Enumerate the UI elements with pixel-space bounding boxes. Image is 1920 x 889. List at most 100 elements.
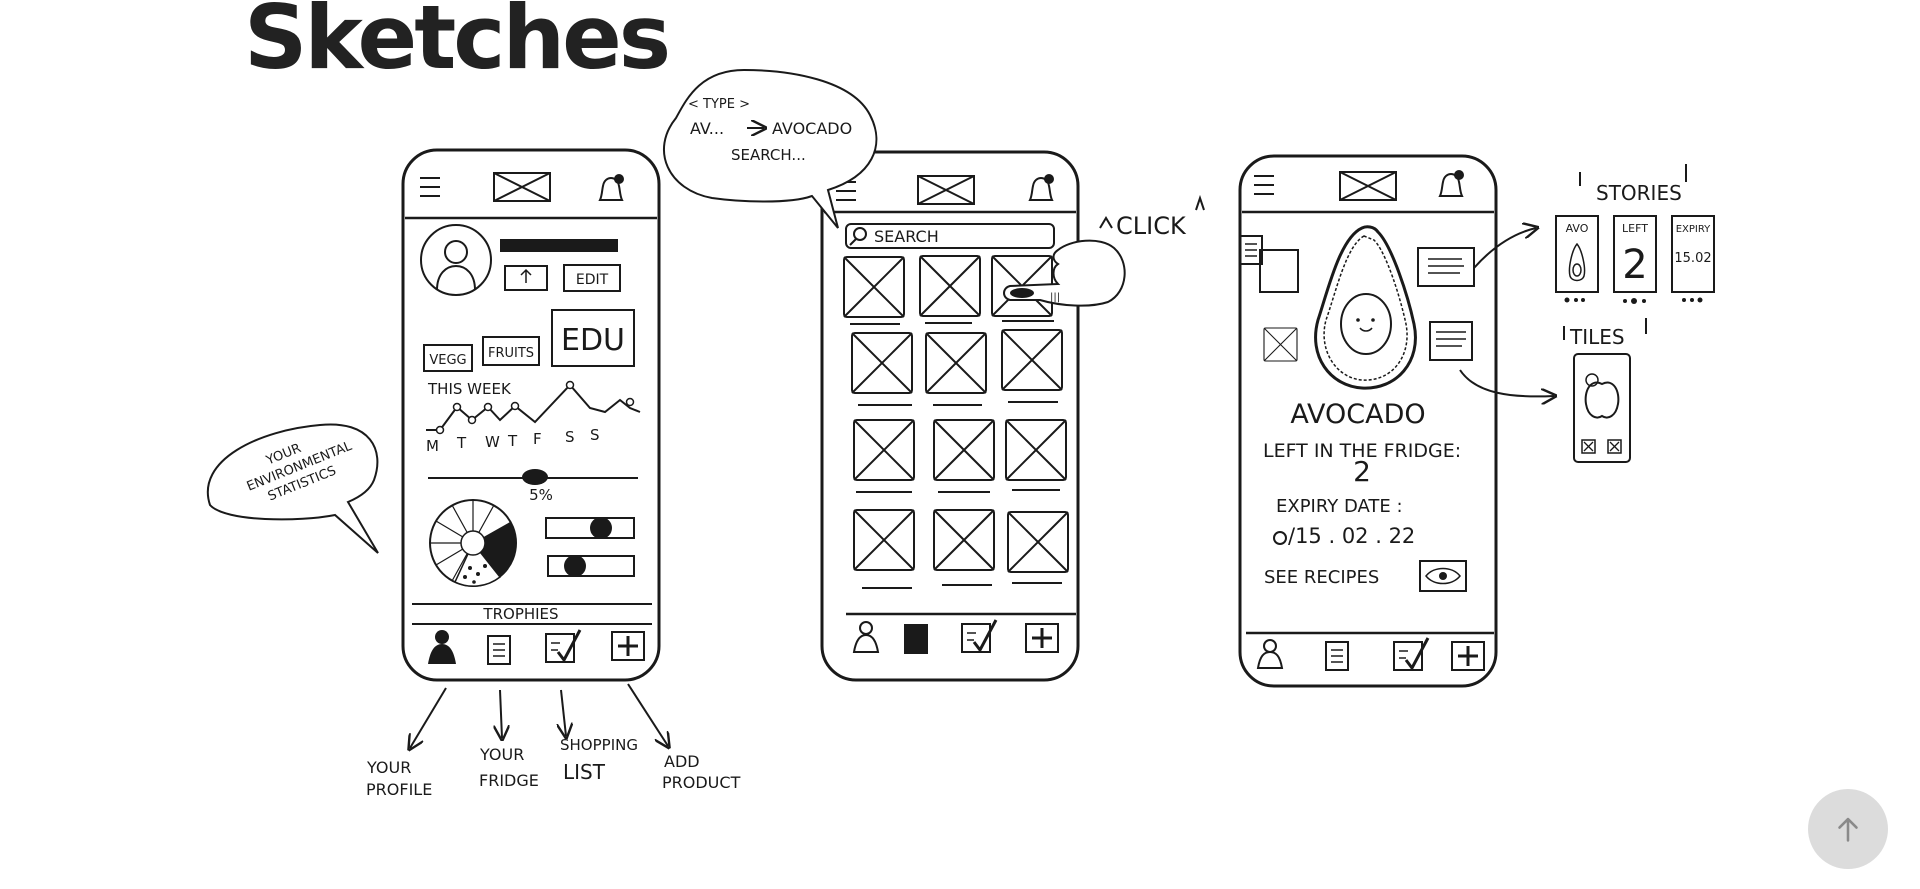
story-card	[1613, 215, 1657, 293]
bell-icon	[599, 173, 625, 201]
day-label: T	[507, 432, 518, 450]
edit-button	[563, 264, 621, 292]
story-card	[1671, 215, 1715, 293]
bell-icon	[1029, 173, 1055, 201]
expiry-date-value: /15 . 02 . 22	[1288, 524, 1415, 548]
statistics-bubble	[206, 423, 379, 554]
expiry-date-label: EXPIRY DATE :	[1276, 496, 1403, 517]
bubble-text: SEARCH...	[731, 146, 806, 164]
sketch-product-screen: AVOCADO LEFT IN THE FRIDGE: 2 EXPIRY DAT…	[1238, 154, 1715, 688]
tag-edu: EDU	[561, 323, 625, 358]
checkbox-icon	[1607, 439, 1622, 454]
grid-tile	[925, 332, 987, 394]
bubble-text: AV...	[690, 119, 724, 138]
fridge-nav-icon-active	[904, 624, 928, 654]
stories-widget	[1417, 247, 1475, 287]
tag-veg: VEGG	[429, 353, 466, 368]
sketch-search-screen: SEARCH |||	[663, 68, 1205, 682]
grid-tile	[1007, 511, 1069, 573]
arrow-up-icon	[1838, 817, 1858, 842]
profile-nav-icon	[428, 630, 456, 664]
grid-tile	[843, 256, 905, 318]
toggle-1	[545, 517, 635, 539]
product-name: AVOCADO	[1290, 399, 1425, 430]
nav-label-fridge: FRIDGE	[479, 771, 539, 790]
grid-tile	[1001, 329, 1063, 391]
stories-title: STORIES	[1596, 181, 1682, 205]
stories-row: AVO LEFT 2 EXPIRY 15.02	[1555, 215, 1715, 304]
clock-icon	[1273, 531, 1287, 545]
shopping-list-nav-icon	[544, 628, 582, 664]
logo-placeholder-icon	[1339, 171, 1397, 201]
grid-tile	[919, 255, 981, 317]
search-icon	[853, 227, 867, 241]
name-bar	[500, 239, 618, 252]
sketch-profile-screen: EDIT VEGG FRUITS EDU THIS WEEK M T W T F…	[206, 148, 741, 799]
day-label: S	[590, 426, 600, 444]
story-label: EXPIRY	[1676, 224, 1711, 235]
add-product-nav-icon	[1450, 640, 1486, 672]
shopping-list-nav-icon	[1392, 636, 1430, 672]
see-recipes-label: SEE RECIPES	[1264, 567, 1379, 588]
see-recipes-button	[1419, 560, 1467, 592]
scroll-to-top-button[interactable]	[1808, 789, 1888, 869]
day-label: T	[456, 434, 467, 452]
pointer-hand-icon	[1003, 239, 1126, 307]
avatar	[420, 224, 492, 296]
document-icon	[1239, 235, 1263, 265]
left-in-fridge-label: LEFT IN THE FRIDGE:	[1263, 440, 1461, 462]
nav-label-add: PRODUCT	[662, 773, 741, 792]
apple-icon	[1584, 381, 1620, 419]
checkbox-icon	[1581, 439, 1596, 454]
share-icon	[520, 268, 532, 283]
profile-nav-icon	[852, 621, 880, 653]
logo-placeholder-icon	[493, 172, 551, 202]
edit-label: EDIT	[576, 272, 609, 288]
grid-tile	[933, 509, 995, 571]
nav-label-shopping: LIST	[563, 760, 606, 784]
nav-label-fridge: YOUR	[479, 745, 524, 764]
menu-icon	[419, 177, 441, 197]
progress-percent: 5%	[529, 486, 553, 504]
bubble-text: AVOCADO	[772, 119, 852, 138]
nav-label-profile: PROFILE	[366, 780, 432, 799]
page-title: Sketches	[244, 0, 671, 89]
tag-fruits: FRUITS	[488, 346, 534, 361]
trophies-label: TROPHIES	[482, 605, 558, 623]
bubble-text: < TYPE >	[688, 97, 750, 112]
search-placeholder: SEARCH	[874, 227, 939, 246]
type-bubble	[663, 68, 878, 229]
tiles-title: TILES	[1569, 325, 1625, 349]
grid-tile	[853, 419, 915, 481]
search-bar	[845, 223, 1055, 249]
grid-tile	[853, 509, 915, 571]
click-label: CLICK	[1116, 212, 1187, 240]
toggle-2	[547, 555, 635, 577]
story-label: AVO	[1566, 222, 1589, 235]
story-value: 2	[1622, 242, 1647, 288]
menu-icon	[1253, 175, 1275, 195]
eye-icon	[1425, 567, 1461, 585]
share-button	[504, 265, 548, 291]
profile-nav-icon	[1256, 639, 1284, 669]
nav-label-profile: YOUR	[366, 758, 411, 777]
fridge-nav-icon	[1325, 641, 1349, 671]
image-placeholder-icon	[1263, 327, 1298, 362]
grid-tile	[933, 419, 995, 481]
add-product-nav-icon	[1024, 622, 1060, 654]
tile-card	[1573, 353, 1631, 463]
logo-placeholder-icon	[917, 175, 975, 205]
story-card	[1555, 215, 1599, 293]
story-value: 15.02	[1674, 251, 1711, 266]
this-week-label: THIS WEEK	[427, 380, 512, 398]
story-label: LEFT	[1622, 222, 1648, 235]
day-label: F	[533, 430, 542, 448]
progress-thumb	[522, 469, 548, 485]
avocado-illustration	[1314, 225, 1417, 390]
nav-label-add: ADD	[664, 752, 700, 771]
stats-pie-chart	[429, 499, 517, 587]
bell-icon	[1439, 169, 1465, 197]
left-in-fridge-value: 2	[1353, 455, 1371, 488]
grid-tile	[851, 332, 913, 394]
